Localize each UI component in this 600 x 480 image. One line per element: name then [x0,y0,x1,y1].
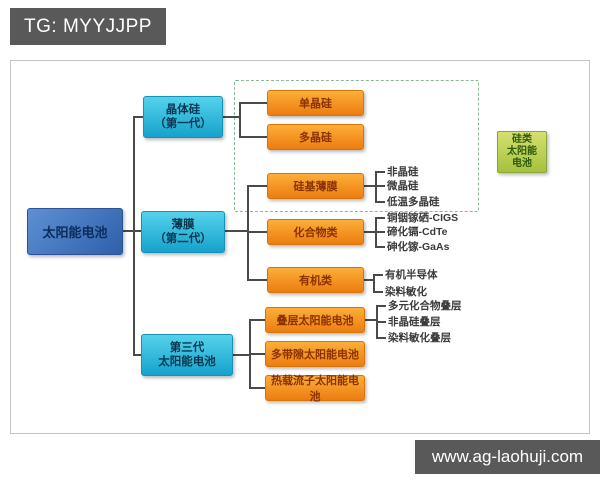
connector-organic-leaf-bracket [373,274,375,293]
connector-trunk-vertical [133,116,135,356]
connector-root-trunk [123,230,134,232]
connector-organic-out [364,279,374,281]
connector-sifilm-in [247,185,267,187]
connector-leaf-tick [376,321,386,323]
node-label: 多晶硅 [299,132,332,144]
node-hot-carrier-solar-cell: 热载流子太阳能电池 [265,375,365,403]
node-label-line: 晶体硅 [165,104,201,116]
node-tandem-solar-cell: 叠层太阳能电池 [265,307,365,333]
node-multi-bandgap-solar-cell: 多带隙太阳能电池 [265,341,365,367]
leaf-amorphous-silicon-tandem: 非晶硅叠层 [388,316,441,328]
node-monocrystalline-silicon: 单晶硅 [267,90,364,116]
website-watermark: www.ag-laohuji.com [415,440,600,474]
node-label-line: （第二代） [154,233,212,245]
connector-leaf-tick [376,337,386,339]
connector-compound-in [247,231,267,233]
node-label: 有机类 [299,275,332,287]
root-node-solar-cell: 太阳能电池 [27,208,123,255]
leaf-cdte: 碲化镉-CdTe [387,226,448,238]
connector-leaf-tick [373,274,383,276]
node-label-line: 太阳能电池 [158,356,216,368]
connector-compound-out [364,231,376,233]
connector-gen3-out [233,354,250,356]
connector-leaf-tick [373,291,383,293]
connector-gen1-out [223,116,240,118]
connector-sifilm-leaf-bracket [375,171,377,202]
annotation-label-line: 电池 [512,158,532,169]
node-compound-type: 化合物类 [267,219,364,245]
connector-sifilm-out [364,185,376,187]
node-label: 硅基薄膜 [293,181,338,193]
telegram-watermark-text: TG: MYYJJPP [24,15,152,37]
leaf-low-temp-poly-silicon: 低温多晶硅 [387,196,440,208]
leaf-dye-sensitized: 染料敏化 [385,286,427,298]
website-watermark-text: www.ag-laohuji.com [431,447,584,466]
node-label: 单晶硅 [299,98,332,110]
annotation-silicon-class-solar-cell: 硅类 太阳能 电池 [497,131,547,173]
connector-organic-in [247,279,267,281]
leaf-microcrystalline-silicon: 微晶硅 [387,180,419,192]
leaf-organic-semiconductor: 有机半导体 [385,269,438,281]
connector-leaf-tick [375,201,385,203]
node-third-generation: 第三代 太阳能电池 [141,334,233,376]
connector-mono-in [239,102,267,104]
connector-leaf-tick [375,185,385,187]
leaf-gaas: 砷化镓-GaAs [387,241,450,253]
connector-gen1-branch [133,116,143,118]
node-label: 多带隙太阳能电池 [271,349,359,361]
connector-poly-in [239,136,267,138]
leaf-dye-sensitized-tandem: 染料敏化叠层 [388,332,451,344]
leaf-cigs: 铜铟镓硒-CIGS [387,212,459,224]
connector-multibandgap-in [249,353,265,355]
leaf-multi-compound-tandem: 多元化合物叠层 [388,300,462,312]
connector-tandem-in [249,319,265,321]
connector-hotcarrier-in [249,387,265,389]
connector-gen2-branch [133,230,141,232]
node-label-line: 第三代 [169,342,205,354]
node-label: 化合物类 [293,227,338,239]
node-polycrystalline-silicon: 多晶硅 [267,124,364,150]
node-organic-type: 有机类 [267,267,364,293]
connector-gen2-out [225,230,248,232]
root-node-label: 太阳能电池 [42,225,108,240]
node-crystalline-silicon-gen1: 晶体硅 （第一代） [143,96,223,138]
connector-leaf-tick [376,305,386,307]
node-label: 叠层太阳能电池 [276,315,354,327]
connector-leaf-tick [375,246,385,248]
node-label-line: （第一代） [154,118,212,130]
node-thin-film-gen2: 薄膜 （第二代） [141,211,225,253]
connector-gen2-bracket [247,185,249,280]
connector-leaf-tick [375,231,385,233]
connector-leaf-tick [375,171,385,173]
leaf-amorphous-silicon: 非晶硅 [387,166,419,178]
node-label-line: 薄膜 [171,219,195,231]
connector-leaf-tick [375,217,385,219]
silicon-group-dashed-border [234,80,479,212]
telegram-watermark: TG: MYYJJPP [10,8,166,45]
connector-gen3-branch [133,354,141,356]
connector-compound-leaf-bracket [375,217,377,248]
annotation-label-line: 硅类 [512,134,532,145]
node-silicon-thin-film: 硅基薄膜 [267,173,364,199]
connector-gen1-bracket [239,102,241,137]
node-label: 热载流子太阳能电池 [271,375,359,403]
connector-tandem-out [365,319,377,321]
annotation-label-line: 太阳能 [507,146,537,157]
